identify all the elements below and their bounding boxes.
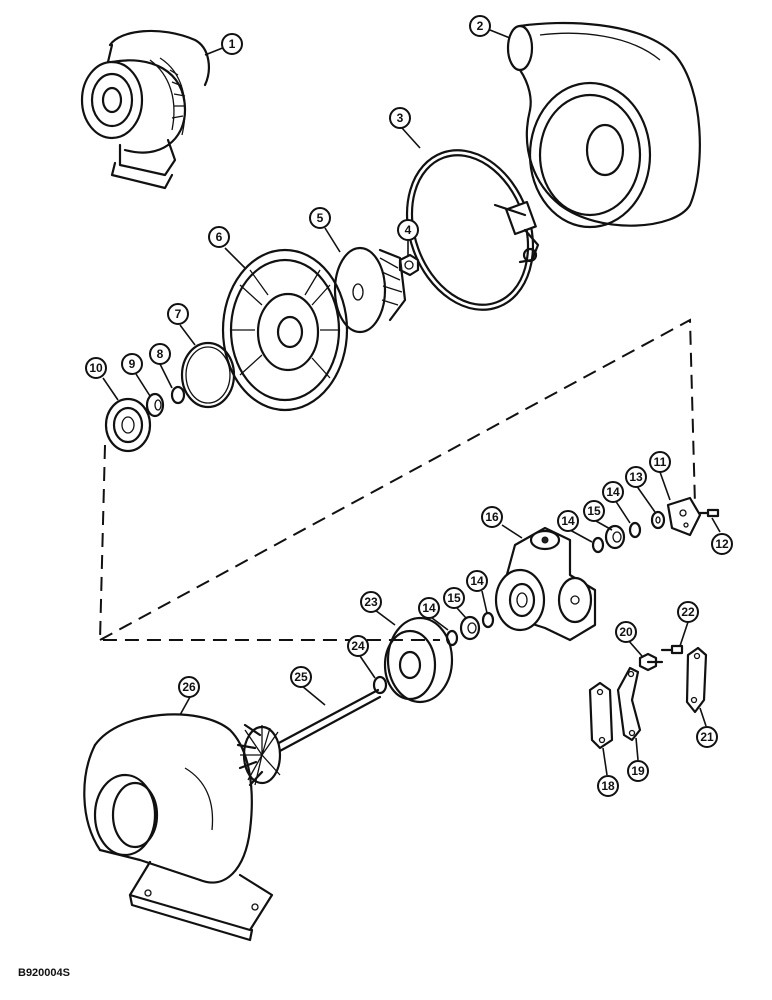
svg-text:24: 24 — [351, 639, 365, 653]
svg-text:19: 19 — [631, 764, 645, 778]
leader-lines — [102, 29, 721, 776]
callout-14: 14 — [466, 570, 488, 592]
svg-text:25: 25 — [294, 670, 308, 684]
compressor-housing — [506, 21, 701, 229]
lower-bearing-set — [445, 611, 495, 647]
callout-18: 18 — [597, 775, 619, 797]
callout-7: 7 — [167, 303, 189, 325]
svg-text:11: 11 — [654, 455, 667, 469]
callout-22: 22 — [677, 601, 699, 623]
svg-text:14: 14 — [606, 485, 620, 499]
callout-14: 14 — [557, 510, 579, 532]
callout-12: 12 — [711, 533, 733, 555]
bearing-housing — [494, 526, 597, 642]
ring — [170, 385, 186, 405]
callout-24: 24 — [347, 635, 369, 657]
svg-text:26: 26 — [182, 680, 196, 694]
svg-text:15: 15 — [447, 591, 461, 605]
thrust-collar — [145, 392, 165, 418]
callout-21: 21 — [696, 726, 718, 748]
svg-text:9: 9 — [129, 357, 136, 371]
callout-23: 23 — [360, 591, 382, 613]
callout-1: 1 — [221, 33, 243, 55]
svg-text:8: 8 — [157, 347, 164, 361]
svg-text:1: 1 — [229, 37, 236, 51]
bracket-plate — [666, 496, 702, 537]
svg-text:7: 7 — [175, 307, 182, 321]
callout-19: 19 — [627, 760, 649, 782]
locking-plate-21 — [685, 646, 708, 714]
svg-text:6: 6 — [216, 230, 223, 244]
svg-text:2: 2 — [477, 19, 484, 33]
callout-11: 11 — [649, 451, 671, 473]
svg-text:21: 21 — [700, 730, 714, 744]
svg-text:22: 22 — [681, 605, 695, 619]
screw-22 — [660, 644, 684, 655]
svg-text:10: 10 — [89, 361, 103, 375]
callout-9: 9 — [121, 353, 143, 375]
callout-8: 8 — [149, 343, 171, 365]
seal-ring — [372, 675, 388, 695]
callout-15: 15 — [583, 500, 605, 522]
callout-10: 10 — [85, 357, 107, 379]
nut — [398, 253, 420, 277]
svg-text:23: 23 — [364, 595, 378, 609]
svg-text:14: 14 — [422, 601, 436, 615]
callout-14: 14 — [602, 481, 624, 503]
assembly-guide-dashed — [98, 318, 696, 641]
turbine-housing — [83, 713, 274, 942]
svg-text:20: 20 — [619, 625, 633, 639]
screw — [698, 508, 720, 518]
compressor-wheel — [333, 246, 407, 334]
svg-text:15: 15 — [587, 504, 601, 518]
callout-14: 14 — [418, 597, 440, 619]
backplate — [221, 248, 349, 412]
heat-shield — [383, 616, 454, 704]
callout-6: 6 — [208, 226, 230, 248]
turbine-shaft-wheel — [236, 688, 382, 787]
callout-3: 3 — [389, 107, 411, 129]
callout-20: 20 — [615, 621, 637, 643]
callout-26: 26 — [178, 676, 200, 698]
svg-text:13: 13 — [629, 470, 643, 484]
locking-plate-18 — [588, 681, 614, 750]
locking-plate-19 — [616, 666, 642, 742]
v-band-clamp — [405, 149, 540, 311]
callout-2: 2 — [469, 15, 491, 37]
screw-20 — [638, 652, 664, 672]
svg-text:3: 3 — [397, 111, 404, 125]
callout-5: 5 — [309, 207, 331, 229]
o-ring — [180, 341, 236, 409]
svg-text:14: 14 — [470, 574, 484, 588]
callout-16: 16 — [481, 506, 503, 528]
svg-text:14: 14 — [561, 514, 575, 528]
callout-15: 15 — [443, 587, 465, 609]
svg-text:16: 16 — [485, 510, 499, 524]
callout-4: 4 — [397, 219, 419, 241]
figure-code: B920004S — [18, 967, 70, 979]
turbocharger-assembly — [80, 29, 210, 190]
callout-13: 13 — [625, 466, 647, 488]
upper-bearing-set — [591, 521, 642, 554]
svg-text:5: 5 — [317, 211, 324, 225]
svg-text:4: 4 — [405, 223, 412, 237]
washer — [650, 510, 666, 530]
svg-text:12: 12 — [715, 537, 729, 551]
seal-plate — [104, 397, 152, 453]
svg-text:18: 18 — [601, 779, 615, 793]
callout-25: 25 — [290, 666, 312, 688]
